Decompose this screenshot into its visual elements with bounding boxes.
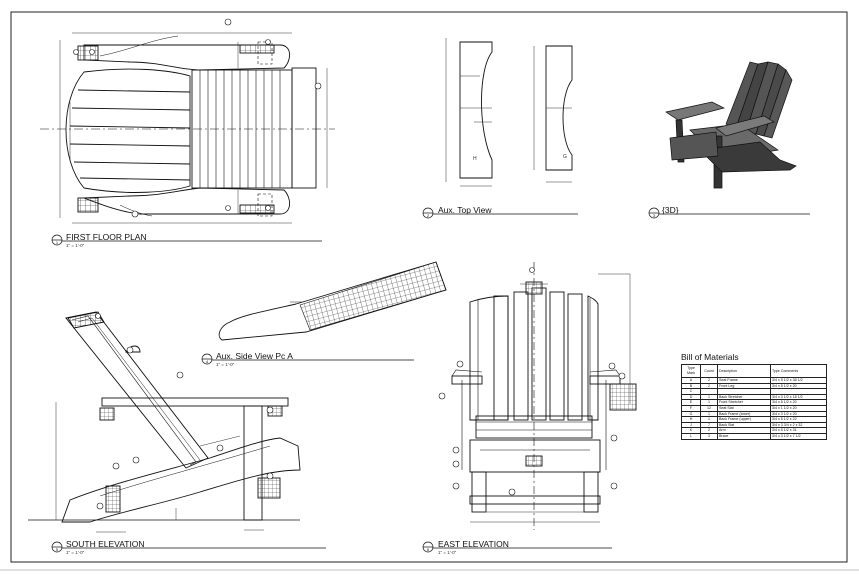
view-title-south-elevation: SOUTH ELEVATION bbox=[66, 539, 145, 549]
piece-label-g: G bbox=[563, 154, 567, 160]
piece-label-h: H bbox=[473, 156, 477, 162]
bom-cell: 3/4 x 5 1/2 x 31 bbox=[770, 427, 827, 434]
bom-header-cell: Count bbox=[700, 364, 718, 378]
east-elevation bbox=[438, 262, 637, 530]
bom-header-cell: Type Comments bbox=[770, 364, 827, 378]
bom-header-row: Type Mark Count Description Type Comment… bbox=[681, 364, 827, 378]
bom-cell: 3/4 x 3 1/2 x 7 1/2 bbox=[770, 432, 827, 440]
view-title-east-elevation: EAST ELEVATION bbox=[438, 539, 509, 549]
view-scale: 1" = 1'-0" bbox=[438, 550, 457, 555]
bom-header-cell: Type Mark bbox=[681, 364, 701, 378]
view-3d bbox=[665, 61, 797, 189]
bom-table: Type Mark Count Description Type Comment… bbox=[681, 364, 827, 440]
bom-row: C bbox=[681, 388, 827, 395]
bom-cell: 3/4 x 5 1/2 x 22 bbox=[770, 416, 827, 423]
view-number: 3 bbox=[652, 213, 656, 218]
aux-top-view bbox=[445, 38, 573, 187]
view-number: 2 bbox=[426, 213, 430, 218]
bom-cell: 3 bbox=[700, 432, 718, 440]
bom-title: Bill of Materials bbox=[681, 352, 739, 362]
view-number: 1 bbox=[55, 240, 59, 245]
view-title-aux-side-view: Aux. Side View Pc A bbox=[216, 351, 293, 361]
bom-cell: 3/4 x 5 1/2 x 20 bbox=[770, 382, 827, 390]
view-scale: 1" = 1'-0" bbox=[66, 550, 85, 555]
bom-cell: L bbox=[681, 432, 701, 440]
first-floor-plan bbox=[40, 18, 335, 224]
view-title-3d: {3D} bbox=[662, 205, 679, 215]
view-title-aux-top-view: Aux. Top View bbox=[438, 205, 492, 215]
bom-cell: 3/4 x 3 3/4 x 2 x 32 bbox=[770, 421, 827, 429]
view-number: 5 bbox=[55, 547, 59, 552]
view-scale: 1" = 1'-0" bbox=[216, 362, 235, 367]
view-title-first-floor-plan: FIRST FLOOR PLAN bbox=[66, 232, 147, 242]
sheet-border bbox=[10, 11, 848, 563]
bom-cell: 3/4 x 1 1/2 x 20 bbox=[770, 405, 827, 412]
bom-cell: 3/4 x 3 1/2 x 18 1/2 bbox=[770, 393, 827, 401]
bill-of-materials: Bill of Materials Type Mark Count Descri… bbox=[681, 352, 827, 440]
bom-cell: Brace bbox=[717, 432, 771, 440]
bom-cell: 3/4 x 5 1/2 x 20 bbox=[770, 399, 827, 406]
bom-cell: 3/4 x 3 1/2 x 20 bbox=[770, 410, 827, 418]
view-title-markers bbox=[51, 207, 810, 553]
bom-cell bbox=[770, 388, 827, 395]
view-scale: 1" = 1'-0" bbox=[66, 243, 85, 248]
view-number: 4 bbox=[205, 359, 209, 364]
south-elevation bbox=[28, 311, 301, 533]
view-number: 6 bbox=[426, 547, 430, 552]
bom-cell: 3/4 x 5 1/2 x 38 1/2 bbox=[770, 377, 827, 384]
bom-header-cell: Description bbox=[717, 364, 771, 378]
aux-side-view bbox=[218, 261, 447, 341]
